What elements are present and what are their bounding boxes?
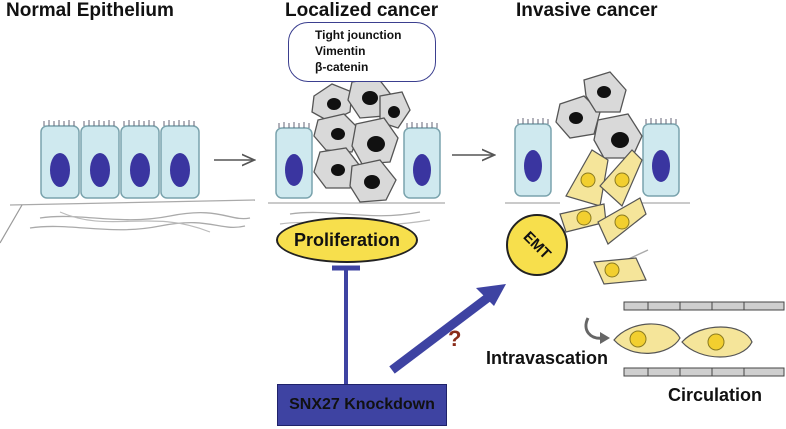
intravasation-label: Intravascation bbox=[486, 348, 609, 368]
question-mark: ? bbox=[448, 326, 462, 351]
localized-cancer bbox=[268, 77, 445, 226]
proliferation-label: Proliferation bbox=[293, 229, 400, 250]
stage-title-invasive: Invasive cancer bbox=[516, 0, 658, 21]
emt-node: EMT bbox=[506, 214, 568, 276]
circulation-label: Circulation bbox=[668, 385, 763, 405]
normal-cell bbox=[80, 125, 120, 199]
marker-bubble: Tight jounction Vimentin β-catenin bbox=[288, 22, 436, 82]
normal-epithelium bbox=[0, 120, 256, 244]
invasive-cancer bbox=[505, 71, 690, 285]
marker-tight-junction: Tight jounction bbox=[315, 28, 402, 42]
marker-vimentin: Vimentin bbox=[315, 44, 366, 58]
snx27-knockdown-label: SNX27 Knockdown bbox=[289, 396, 435, 413]
proliferation-node: Proliferation bbox=[276, 217, 418, 263]
snx27-knockdown-box: SNX27 Knockdown bbox=[277, 384, 447, 426]
normal-cell bbox=[40, 125, 80, 199]
stage-title-normal: Normal Epithelium bbox=[6, 0, 174, 21]
normal-cell bbox=[160, 125, 200, 199]
stage-title-localized: Localized cancer bbox=[285, 0, 439, 21]
emt-label: EMT bbox=[519, 227, 555, 263]
emt-arrow bbox=[389, 284, 506, 374]
normal-cell bbox=[120, 125, 160, 199]
blood-vessel bbox=[584, 301, 785, 377]
marker-beta-catenin: β-catenin bbox=[315, 60, 369, 74]
